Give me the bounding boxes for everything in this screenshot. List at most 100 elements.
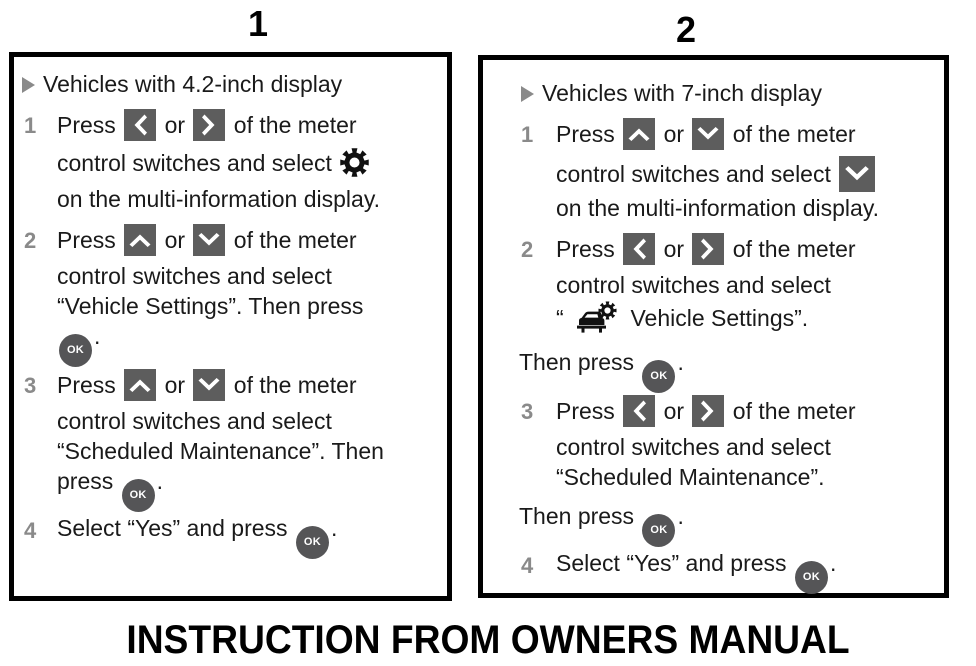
step-number: 3 xyxy=(24,373,37,398)
instruction-text: or xyxy=(158,372,192,398)
instruction-text: on the multi-information display. xyxy=(556,195,879,221)
instruction-text: Vehicle Settings”. xyxy=(624,305,809,331)
panel-heading-label: Vehicles with 7-inch display xyxy=(542,80,822,106)
step-line: Press or of the meter xyxy=(57,224,357,256)
chevron-right-icon[interactable] xyxy=(692,395,725,427)
step-line: “Scheduled Maintenance”. Then xyxy=(57,437,384,466)
step-number: 1 xyxy=(521,122,534,147)
instruction-text: or xyxy=(657,121,691,147)
instruction-text: Then press xyxy=(519,503,641,529)
instruction-text: “ xyxy=(556,305,571,331)
instruction-text: control switches and select xyxy=(556,434,831,460)
panel-number-2: 2 xyxy=(675,9,697,50)
instruction-text: Select “Yes” and press xyxy=(57,515,294,541)
step-line: Then press OK. xyxy=(519,502,684,547)
ok-button-icon[interactable]: OK xyxy=(295,526,329,559)
step-line: “Scheduled Maintenance”. xyxy=(556,463,825,492)
ok-button-icon[interactable]: OK xyxy=(642,514,676,547)
step-line: “Vehicle Settings”. Then press xyxy=(57,292,363,321)
instruction-text: or xyxy=(158,112,192,138)
footer-caption: INSTRUCTION FROM OWNERS MANUAL xyxy=(126,618,850,662)
chevron-right-icon[interactable] xyxy=(193,109,226,141)
instruction-text: or xyxy=(158,227,192,253)
step-line: control switches and select xyxy=(57,147,371,178)
step-line: Press or of the meter xyxy=(556,233,856,265)
instruction-text: control switches and select xyxy=(57,263,332,289)
chevron-left-icon[interactable] xyxy=(623,395,656,427)
instruction-text: “Scheduled Maintenance”. xyxy=(556,464,825,490)
chevron-left-icon[interactable] xyxy=(124,109,157,141)
step-line: Press or of the meter xyxy=(556,118,856,150)
instruction-text: . xyxy=(677,349,684,375)
instruction-text: Then press xyxy=(519,349,641,375)
instruction-text: Press xyxy=(57,372,123,398)
instruction-text: of the meter xyxy=(227,372,357,398)
instruction-text: Press xyxy=(556,398,622,424)
step-number: 1 xyxy=(24,113,37,138)
step-line: Then press OK. xyxy=(519,348,684,393)
triangle-right-icon xyxy=(22,76,35,93)
chevron-down-icon[interactable] xyxy=(193,369,226,401)
instruction-text: . xyxy=(156,468,164,494)
chevron-down-icon-large[interactable] xyxy=(839,156,876,192)
triangle-right-icon xyxy=(521,85,534,102)
instruction-text: control switches and select xyxy=(556,272,831,298)
instruction-text: “Scheduled Maintenance”. Then xyxy=(57,438,384,464)
instruction-text: press xyxy=(57,468,120,494)
chevron-left-icon[interactable] xyxy=(623,233,656,265)
instruction-text: Press xyxy=(57,112,123,138)
ok-button-icon[interactable]: OK xyxy=(642,360,676,393)
gear-icon xyxy=(339,147,370,178)
step-line: Press or of the meter xyxy=(57,109,357,141)
step-line: control switches and select xyxy=(57,262,332,291)
panel-number-1: 1 xyxy=(247,3,269,44)
panel-heading: Vehicles with 7-inch display xyxy=(521,80,822,107)
instruction-text: Press xyxy=(556,121,622,147)
step-number: 4 xyxy=(24,518,37,543)
ok-button-icon[interactable]: OK xyxy=(794,561,828,594)
instruction-text: of the meter xyxy=(227,227,357,253)
step-line: control switches and select xyxy=(556,271,831,300)
step-line: on the multi-information display. xyxy=(556,194,879,223)
step-line: “ Vehicle Settings”. xyxy=(556,301,808,335)
chevron-down-icon[interactable] xyxy=(193,224,226,256)
chevron-up-icon[interactable] xyxy=(623,118,656,150)
chevron-right-icon[interactable] xyxy=(692,233,725,265)
step-line: control switches and select xyxy=(57,407,332,436)
step-line: press OK. xyxy=(57,467,163,512)
instruction-text: or xyxy=(657,236,691,262)
instruction-text: Select “Yes” and press xyxy=(556,550,793,576)
step-line: Press or of the meter xyxy=(556,395,856,427)
ok-button-icon[interactable]: OK xyxy=(59,334,92,367)
instruction-text: control switches and select xyxy=(57,150,339,176)
chevron-up-icon[interactable] xyxy=(124,224,157,256)
step-line: OK. xyxy=(57,322,100,367)
instruction-text: of the meter xyxy=(227,112,357,138)
instruction-text: . xyxy=(677,503,684,529)
instruction-text: of the meter xyxy=(726,398,856,424)
step-line: on the multi-information display. xyxy=(57,185,380,214)
chevron-up-icon[interactable] xyxy=(124,369,157,401)
ok-button-icon[interactable]: OK xyxy=(121,479,155,512)
panel-heading: Vehicles with 4.2-inch display xyxy=(22,71,342,98)
step-line: Select “Yes” and press OK. xyxy=(57,514,337,559)
instruction-text: of the meter xyxy=(726,236,856,262)
instruction-text: . xyxy=(330,515,338,541)
instruction-text: or xyxy=(657,398,691,424)
step-line: Press or of the meter xyxy=(57,369,357,401)
car-settings-icon xyxy=(574,301,620,335)
instruction-text: on the multi-information display. xyxy=(57,186,380,212)
step-number: 3 xyxy=(521,399,534,424)
chevron-down-icon[interactable] xyxy=(692,118,725,150)
step-number: 2 xyxy=(521,237,534,262)
step-number: 4 xyxy=(521,553,534,578)
panel-heading-label: Vehicles with 4.2-inch display xyxy=(43,71,343,97)
step-line: control switches and select xyxy=(556,156,877,192)
instruction-text: Press xyxy=(556,236,622,262)
instruction-text: . xyxy=(829,550,837,576)
instruction-text: of the meter xyxy=(726,121,856,147)
step-number: 2 xyxy=(24,228,37,253)
instruction-text: . xyxy=(94,323,101,349)
